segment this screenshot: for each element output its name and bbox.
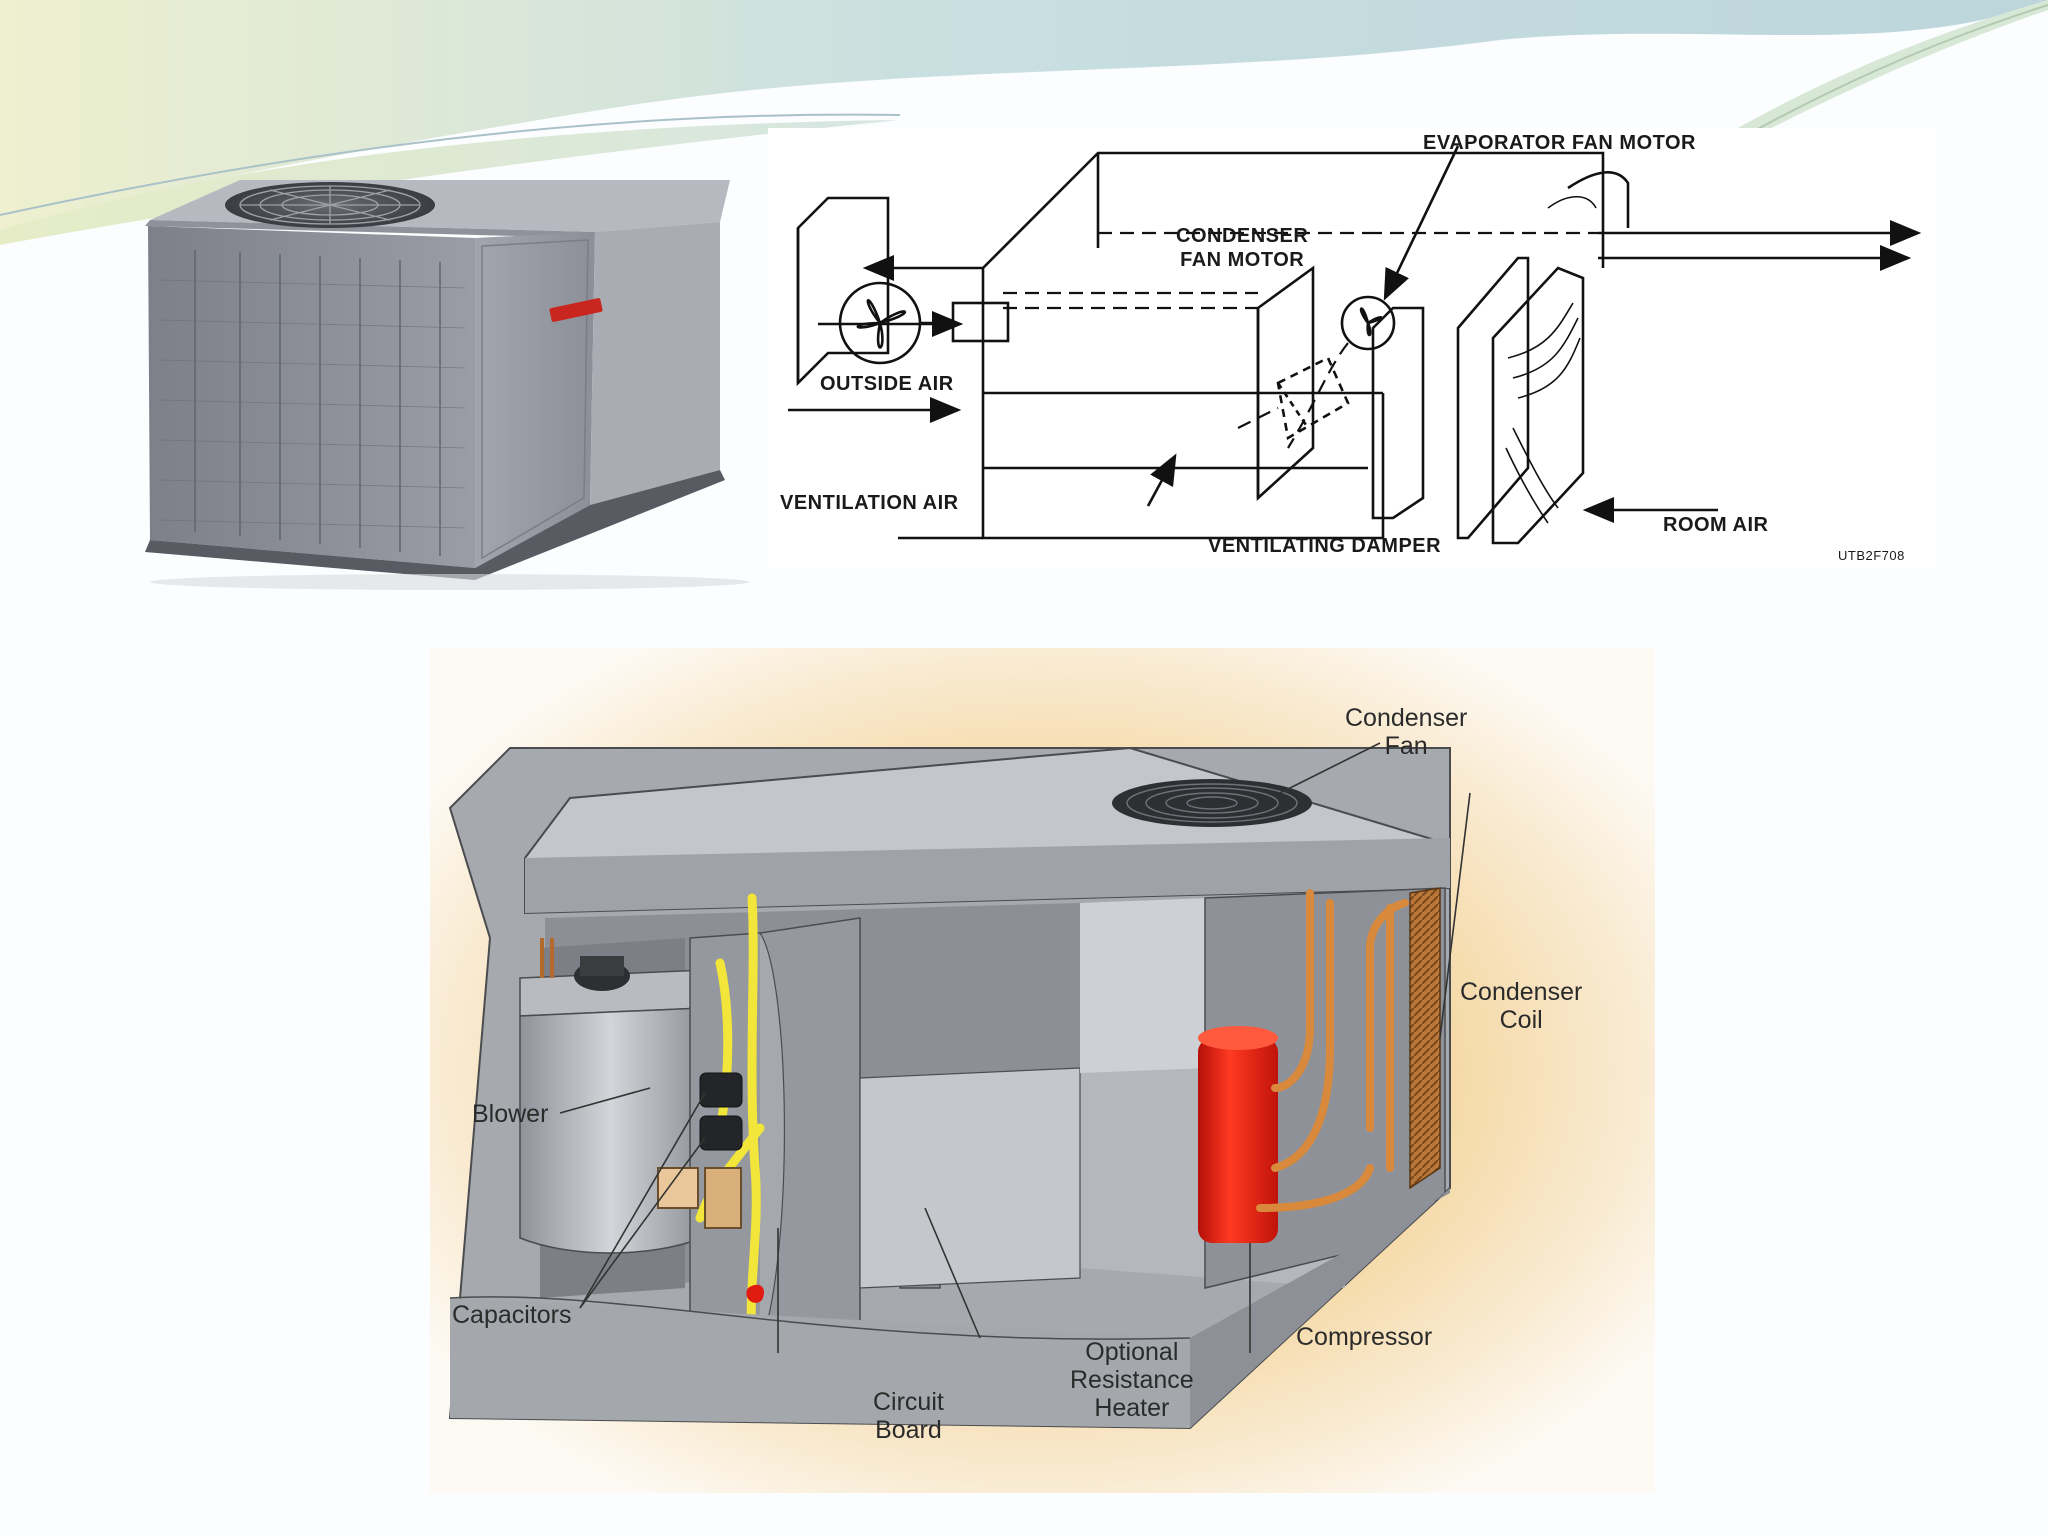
- label-condenser-fan: Condenser Fan: [1345, 704, 1468, 760]
- packaged-unit-photo: [145, 180, 750, 590]
- label-outside-air: OUTSIDE AIR: [820, 373, 954, 395]
- label-condenser-coil: Condenser Coil: [1460, 978, 1583, 1034]
- schematic-drawing: [788, 145, 1922, 545]
- label-optional-resistance-heater: Optional Resistance Heater: [1070, 1338, 1194, 1422]
- label-blower: Blower: [472, 1100, 549, 1128]
- packaged-unit-cutaway: Condenser Fan Condenser Coil Blower Capa…: [430, 648, 1655, 1493]
- label-circuit-board: Circuit Board: [873, 1388, 944, 1444]
- slide-header-wave: [0, 0, 2048, 245]
- label-evaporator-fan-motor: EVAPORATOR FAN MOTOR: [1423, 132, 1696, 154]
- label-ventilation-air: VENTILATION AIR: [780, 492, 959, 514]
- label-condenser-fan-motor: CONDENSER FAN MOTOR: [1176, 225, 1309, 271]
- figure-code: UTB2F708: [1838, 548, 1905, 563]
- label-ventilating-damper: VENTILATING DAMPER: [1208, 535, 1442, 557]
- label-room-air: ROOM AIR: [1663, 514, 1769, 536]
- label-compressor: Compressor: [1296, 1323, 1433, 1351]
- label-capacitors: Capacitors: [452, 1301, 572, 1329]
- packaged-unit-schematic: EVAPORATOR FAN MOTOR CONDENSER FAN MOTOR…: [768, 128, 1936, 568]
- cutaway-drawing: [430, 648, 1655, 1493]
